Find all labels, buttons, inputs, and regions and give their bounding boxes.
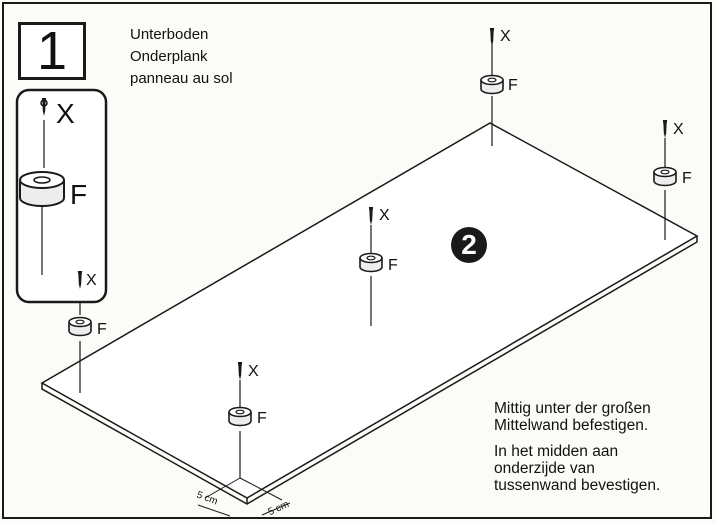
title-nl: Onderplank — [130, 48, 208, 65]
panel-number-badge: 2 — [451, 227, 487, 263]
part-title: Unterboden Onderplank panneau au sol — [130, 24, 233, 90]
note-de-line1: Mittig unter der großen — [494, 400, 651, 417]
foot-icon — [480, 74, 504, 95]
guide-lines — [79, 40, 666, 478]
screw-label: X — [500, 28, 511, 45]
screw-label: X — [379, 207, 390, 224]
foot-icon — [68, 316, 92, 337]
detail-screw-label: X — [56, 98, 75, 129]
step-number-box: 1 — [18, 22, 86, 80]
detail-callout — [15, 88, 108, 304]
mounting-notes: Mittig unter der großen Mittelwand befes… — [494, 400, 660, 494]
note-nl-line1: In het midden aan — [494, 443, 619, 460]
screw-icon — [489, 28, 495, 46]
panel-number: 2 — [461, 229, 477, 260]
note-de-line2: Mittelwand befestigen. — [494, 417, 649, 434]
screw-icon — [662, 120, 668, 138]
title-de: Unterboden — [130, 26, 209, 43]
screw-label: X — [673, 121, 684, 138]
detail-foot-label: F — [70, 179, 88, 210]
foot-icon — [228, 406, 252, 427]
dimension-marks — [197, 477, 291, 517]
foot-label: F — [682, 170, 692, 187]
title-fr: panneau au sol — [130, 70, 233, 87]
floor-panel — [40, 122, 699, 505]
step-number: 1 — [36, 21, 68, 81]
foot-label: F — [97, 321, 107, 338]
foot-label: F — [388, 257, 398, 274]
note-nl-line3: tussenwand bevestigen. — [494, 477, 661, 494]
foot-icon — [359, 252, 383, 273]
note-nl-line2: onderzijde van — [494, 460, 595, 477]
screw-label: X — [86, 272, 97, 289]
foot-label: F — [508, 77, 518, 94]
screw-label: X — [248, 363, 259, 380]
foot-icon — [653, 166, 677, 187]
foot-label: F — [257, 410, 267, 427]
